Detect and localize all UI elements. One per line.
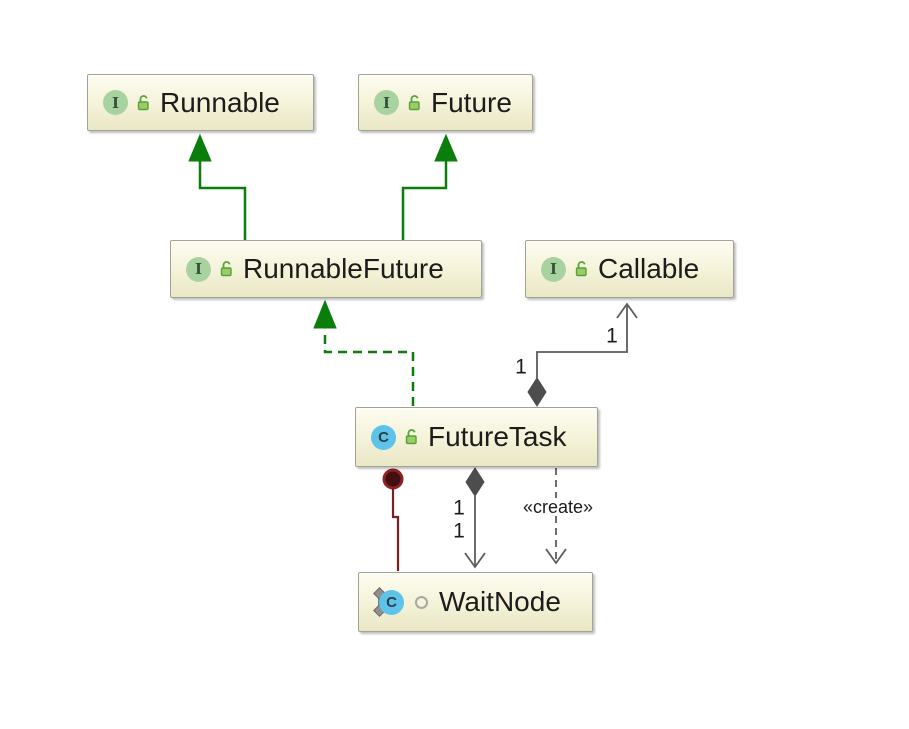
node-label: FutureTask <box>428 421 567 452</box>
node-future[interactable]: I Future <box>358 74 533 131</box>
node-label: Runnable <box>160 86 280 118</box>
node-label: RunnableFuture <box>243 253 444 284</box>
edge-runnablefuture-extends-future <box>401 133 458 240</box>
edge-futuretask-implements-runnablefuture <box>313 299 415 406</box>
package-private-icon <box>415 595 428 609</box>
unlock-icon <box>405 429 417 445</box>
multiplicity-label-waitnode-a: 1 <box>453 496 465 520</box>
interface-icon-letter: I <box>194 260 203 278</box>
edge-futuretask-aggregates-callable <box>527 302 638 407</box>
create-stereotype-label: «create» <box>519 498 597 516</box>
unlock-icon <box>408 94 420 110</box>
node-runnablefuture[interactable]: I RunnableFuture <box>170 240 482 298</box>
interface-icon-letter: I <box>111 93 120 112</box>
node-label: WaitNode <box>439 586 561 617</box>
unlock-icon <box>137 94 149 110</box>
edge-futuretask-field-waitnode <box>382 468 404 571</box>
interface-icon: I <box>374 90 399 115</box>
unlock-icon <box>575 261 587 277</box>
multiplicity-label-waitnode-b: 1 <box>453 519 465 543</box>
interface-icon-letter: I <box>382 93 391 112</box>
interface-icon: I <box>103 90 128 115</box>
node-waitnode[interactable]: C WaitNode <box>358 572 593 632</box>
edge-futuretask-aggregates-waitnode <box>464 467 486 569</box>
node-futuretask[interactable]: C FutureTask <box>355 407 598 467</box>
edge-runnablefuture-extends-runnable <box>188 133 247 240</box>
interface-icon-letter: I <box>549 260 558 278</box>
class-icon-letter: C <box>386 593 397 611</box>
node-callable[interactable]: I Callable <box>525 240 734 298</box>
class-icon: C <box>379 589 404 615</box>
node-label: Future <box>431 86 512 118</box>
multiplicity-label-callable-source: 1 <box>515 355 527 379</box>
multiplicity-label-callable-target: 1 <box>606 324 618 348</box>
class-icon-letter: C <box>378 428 389 446</box>
node-label: Callable <box>598 253 700 284</box>
interface-icon: I <box>186 256 211 282</box>
class-icon: C <box>371 424 396 450</box>
nested-class-icon: C <box>373 586 404 617</box>
interface-icon: I <box>541 256 566 282</box>
unlock-icon <box>220 261 232 277</box>
node-runnable[interactable]: I Runnable <box>87 74 314 131</box>
